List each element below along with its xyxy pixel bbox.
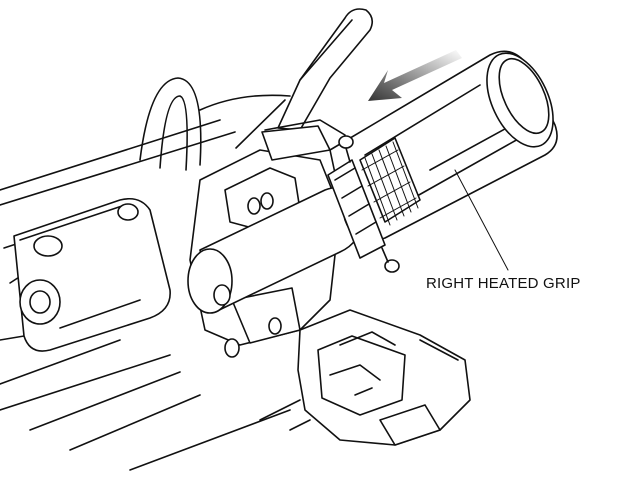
direction-arrow: [368, 50, 462, 101]
grip-knurled-band: [361, 141, 419, 226]
master-cylinder: [13, 197, 171, 352]
callout-label-right-heated-grip: RIGHT HEATED GRIP: [426, 275, 581, 292]
brake-lever: [235, 8, 374, 149]
callout-leader-line: [454, 169, 509, 271]
cable-hoses: [139, 77, 291, 171]
grip-clamp-band: [327, 135, 400, 273]
right-heated-grip: [329, 50, 558, 242]
handlebar-tube: [187, 186, 362, 358]
removed-switch-assembly: [259, 309, 471, 446]
